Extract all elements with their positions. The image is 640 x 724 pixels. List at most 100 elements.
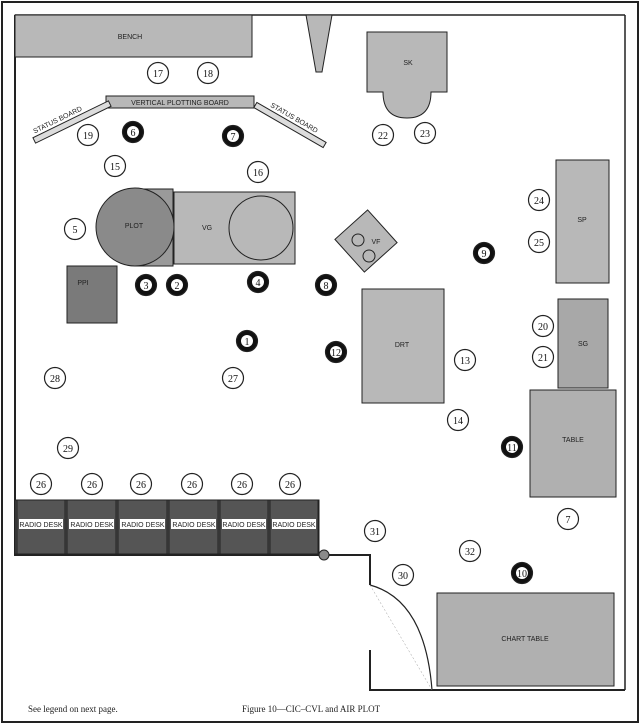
- door-post: [318, 549, 330, 561]
- station-marker: 1: [235, 329, 259, 353]
- station-marker-ring: [103, 154, 127, 178]
- station-marker: 6: [121, 120, 145, 144]
- station-marker-ring: [196, 61, 220, 85]
- station-number: 26: [136, 480, 146, 491]
- station-number: 13: [460, 356, 470, 367]
- table-label: TABLE: [562, 437, 584, 444]
- left-wall: [14, 15, 320, 556]
- station-number: 26: [237, 480, 247, 491]
- bench: [14, 14, 253, 58]
- station-marker: 5: [63, 217, 87, 241]
- station-number: 20: [538, 322, 548, 333]
- drt-label: DRT: [395, 342, 410, 349]
- radio-desk-1: RADIO DESK: [16, 499, 66, 555]
- station-number: 26: [87, 480, 97, 491]
- station-marker: 18: [196, 61, 220, 85]
- station-number: 8: [324, 281, 329, 292]
- station-marker: 11: [500, 435, 524, 459]
- bench-label: BENCH: [118, 34, 143, 41]
- station-number: 12: [331, 348, 341, 359]
- station-number: 19: [83, 131, 93, 142]
- station-number: 29: [63, 444, 73, 455]
- sp-label: SP: [577, 217, 587, 224]
- status-board-left-panel: [32, 100, 112, 144]
- radio-desk-6-plate: [272, 519, 316, 529]
- side-table: [529, 389, 617, 498]
- station-marker-ring: [146, 61, 170, 85]
- station-marker-core: [252, 276, 264, 288]
- station-marker-core: [330, 346, 342, 358]
- station-marker-ring: [527, 230, 551, 254]
- station-number: 30: [398, 571, 408, 582]
- station-marker: 3: [134, 273, 158, 297]
- doorway-wall: [328, 554, 371, 585]
- station-marker: 26: [180, 472, 204, 496]
- station-number: 26: [187, 480, 197, 491]
- station-marker: 16: [246, 160, 270, 184]
- radio-desk-2-plate: [69, 519, 114, 529]
- station-marker: 8: [314, 273, 338, 297]
- station-number: 26: [285, 480, 295, 491]
- station-marker-ring: [446, 408, 470, 432]
- legend-note: See legend on next page.: [28, 704, 118, 714]
- radio-desk-1-plate: [19, 519, 63, 529]
- radio-desk-1-label: RADIO DESK: [19, 522, 63, 529]
- station-number: 23: [420, 129, 430, 140]
- sg-label: SG: [578, 341, 588, 348]
- radio-desk-3-plate: [120, 519, 165, 529]
- station-marker: 28: [43, 366, 67, 390]
- station-marker-core: [241, 335, 253, 347]
- radio-desk-4-plate: [171, 519, 216, 529]
- station-marker: 26: [230, 472, 254, 496]
- station-marker-ring: [230, 472, 254, 496]
- station-marker: 12: [324, 340, 348, 364]
- station-marker: 21: [531, 345, 555, 369]
- plot-label: PLOT: [125, 223, 144, 230]
- chart-table-label: CHART TABLE: [501, 636, 549, 643]
- sp-console: [555, 159, 610, 284]
- radio-desk-4-label: RADIO DESK: [172, 522, 216, 529]
- station-marker-ring: [556, 507, 580, 531]
- sg-console: [557, 298, 609, 389]
- radio-desk-2-label: RADIO DESK: [70, 522, 114, 529]
- station-marker: 9: [472, 241, 496, 265]
- sk-console: [366, 31, 448, 119]
- station-marker-core: [320, 279, 332, 291]
- station-marker-ring: [63, 217, 87, 241]
- station-marker: 26: [278, 472, 302, 496]
- drt-table: [361, 288, 445, 404]
- station-marker: 10: [510, 561, 534, 585]
- station-marker-ring: [43, 366, 67, 390]
- station-marker: 23: [413, 121, 437, 145]
- station-marker-ring: [531, 345, 555, 369]
- station-marker-ring: [458, 539, 482, 563]
- door-swing: [369, 584, 433, 691]
- station-number: 28: [50, 374, 60, 385]
- station-number: 1: [245, 337, 250, 348]
- station-number: 17: [153, 69, 163, 80]
- status-board-right-panel: [253, 101, 327, 149]
- station-marker-ring: [278, 472, 302, 496]
- station-marker-ring: [76, 123, 100, 147]
- radio-desk-5-plate: [222, 519, 266, 529]
- station-number: 3: [144, 281, 149, 292]
- station-number: 21: [538, 353, 548, 364]
- station-marker-ring: [80, 472, 104, 496]
- station-number: 25: [534, 238, 544, 249]
- station-marker: 17: [146, 61, 170, 85]
- station-marker-ring: [371, 123, 395, 147]
- radio-desk-6: RADIO DESK: [269, 499, 319, 555]
- station-marker-ring: [246, 160, 270, 184]
- station-marker-core: [227, 130, 239, 142]
- station-marker: 25: [527, 230, 551, 254]
- station-marker: 20: [531, 314, 555, 338]
- vf-scope-b: [362, 249, 376, 263]
- station-marker-core: [478, 247, 490, 259]
- sk-label: SK: [403, 60, 413, 67]
- station-number: 7: [231, 132, 236, 143]
- vf-panel: [334, 209, 398, 273]
- station-marker: 4: [246, 270, 270, 294]
- station-marker: 7: [556, 507, 580, 531]
- station-number: 15: [110, 162, 120, 173]
